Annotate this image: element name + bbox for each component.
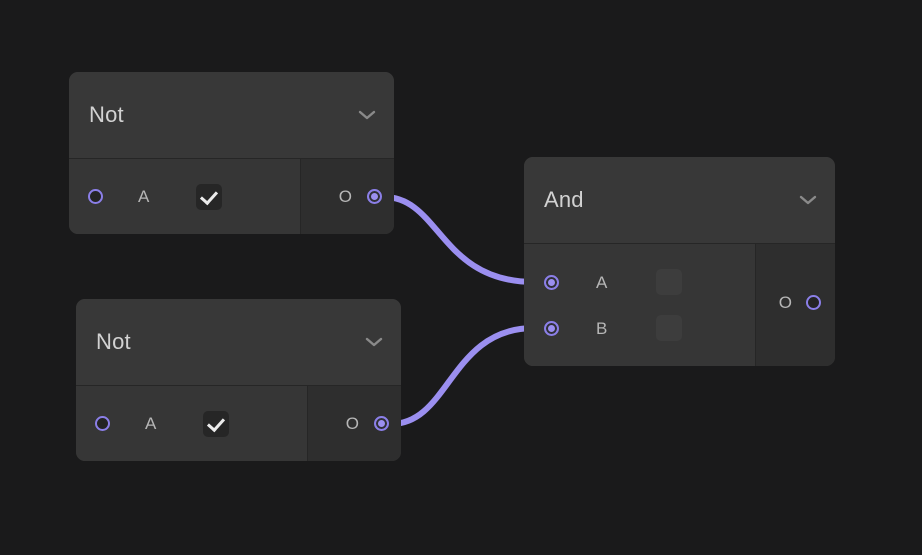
input-row-a[interactable]: A [76, 401, 307, 447]
output-port-o[interactable] [806, 294, 821, 310]
input-row-b[interactable]: B [524, 305, 755, 351]
input-row-a[interactable]: A [524, 259, 755, 305]
input-label-a: A [596, 272, 608, 292]
input-checkbox-a[interactable] [656, 269, 683, 295]
chevron-down-icon[interactable] [358, 109, 376, 121]
node-header[interactable]: And [524, 157, 835, 243]
node-outputs: O [308, 386, 401, 461]
node-inputs: A [76, 386, 308, 461]
node-not-2[interactable]: Not A O [76, 299, 401, 461]
output-row-o[interactable]: O [756, 279, 835, 325]
input-row-a[interactable]: A [69, 174, 300, 220]
input-label-b: B [596, 318, 608, 338]
input-port-b[interactable] [544, 320, 559, 336]
input-checkbox-b[interactable] [656, 315, 683, 341]
node-body: A B O [524, 243, 835, 366]
output-label-o: O [778, 292, 792, 312]
chevron-down-icon[interactable] [365, 336, 383, 348]
input-label-a: A [138, 187, 150, 206]
chevron-down-icon[interactable] [799, 194, 817, 206]
input-checkbox-a[interactable] [196, 183, 223, 210]
node-title: Not [89, 102, 124, 127]
node-title: And [544, 187, 584, 212]
input-port-a[interactable] [88, 189, 103, 204]
output-row-o[interactable]: O [301, 174, 394, 220]
node-header[interactable]: Not [76, 299, 401, 385]
wire-not1-to-and-a[interactable] [381, 194, 537, 285]
node-inputs: A [69, 159, 301, 234]
node-title: Not [96, 329, 131, 354]
node-not-1[interactable]: Not A O [69, 72, 394, 234]
node-and[interactable]: And A B [524, 157, 835, 366]
input-port-a[interactable] [544, 274, 559, 290]
output-port-o[interactable] [374, 416, 389, 431]
input-label-a: A [145, 414, 157, 433]
node-outputs: O [756, 244, 835, 366]
wire-not2-to-and-b[interactable] [388, 325, 537, 427]
input-checkbox-a[interactable] [203, 410, 230, 437]
input-port-a[interactable] [95, 416, 110, 431]
output-label-o: O [338, 187, 352, 206]
output-row-o[interactable]: O [308, 401, 401, 447]
node-header[interactable]: Not [69, 72, 394, 158]
node-body: A O [76, 385, 401, 461]
node-inputs: A B [524, 244, 756, 366]
node-outputs: O [301, 159, 394, 234]
output-label-o: O [345, 414, 359, 433]
output-port-o[interactable] [367, 189, 382, 204]
node-body: A O [69, 158, 394, 234]
